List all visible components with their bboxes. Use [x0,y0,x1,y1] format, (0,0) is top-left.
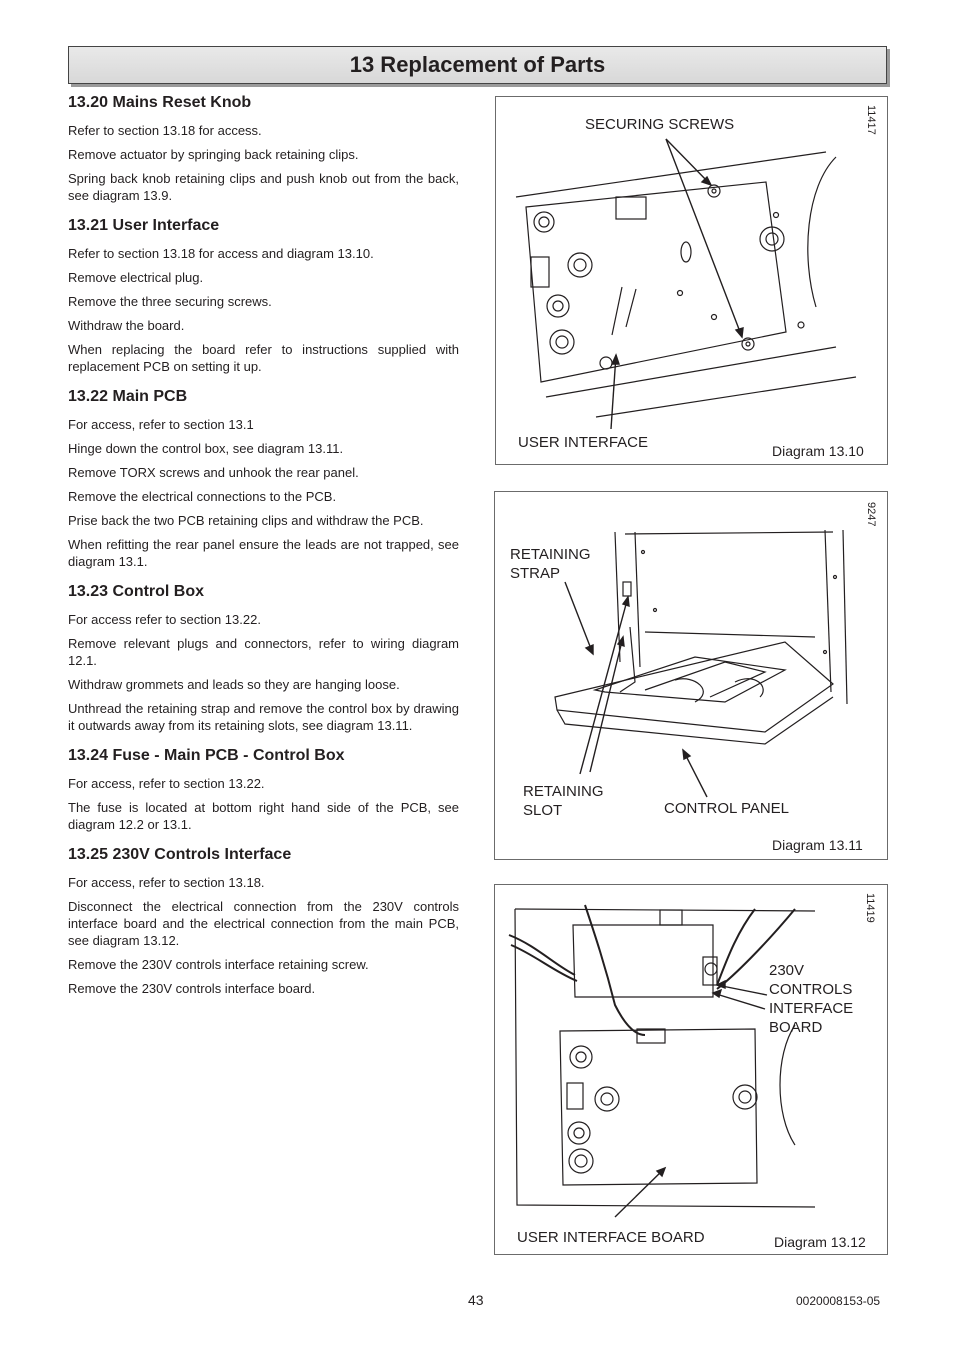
label-230v-controls-interface-board: 230V CONTROLS INTERFACE BOARD [769,962,854,1036]
paragraph: Spring back knob retaining clips and pus… [68,171,459,203]
label-control-panel: CONTROL PANEL [664,800,790,817]
section-13-20: 13.20 Mains Reset Knob Refer to section … [68,94,459,204]
paragraph: Refer to section 13.18 for access and di… [68,246,374,261]
paragraph: Withdraw the board. [68,318,185,333]
paragraph: Remove the three securing screws. [68,294,272,309]
section-13-22: 13.22 Main PCB For access, refer to sect… [68,388,459,570]
section-heading: 13.23 Control Box [68,583,205,600]
paragraph: Prise back the two PCB retaining clips a… [68,513,424,528]
paragraph: For access, refer to section 13.22. [68,776,265,791]
page-title: 13 Replacement of Parts [349,52,606,77]
control-box-illustration [554,529,848,798]
paragraph: Remove the electrical connections to the… [68,489,337,504]
diagram-caption: Diagram 13.12 [774,1234,866,1250]
paragraph: Remove the 230V controls interface retai… [68,957,369,972]
section-heading: 13.24 Fuse - Main PCB - Control Box [68,747,345,764]
paragraph: Remove electrical plug. [68,270,204,285]
label-retaining-slot: RETAINING SLOT [523,783,604,819]
label-retaining-strap: RETAINING STRAP [510,546,591,582]
diagram-code: 9247 [865,502,877,527]
diagram-caption: Diagram 13.11 [772,837,863,853]
paragraph: Remove actuator by springing back retain… [68,147,359,162]
diagram-13-11: RETAINING STRAP RETAINING SLOT CONTROL P… [494,491,888,860]
paragraph: Remove relevant plugs and connectors, re… [68,636,459,668]
paragraph: Disconnect the electrical connection fro… [68,899,459,948]
paragraph: Remove the 230V controls interface board… [68,981,316,996]
label-securing-screws: SECURING SCREWS [585,116,735,133]
paragraph: Hinge down the control box, see diagram … [68,441,344,456]
label-user-interface: USER INTERFACE [518,434,649,451]
paragraph: When refitting the rear panel ensure the… [68,537,459,569]
text-column: 13.20 Mains Reset Knob Refer to section … [68,94,459,1010]
diagram-caption: Diagram 13.10 [772,443,864,459]
paragraph: For access, refer to section 13.18. [68,875,265,890]
section-13-25: 13.25 230V Controls Interface For access… [68,846,459,997]
paragraph: The fuse is located at bottom right hand… [68,800,459,832]
section-13-21: 13.21 User Interface Refer to section 13… [68,217,459,375]
user-interface-illustration [515,138,857,430]
paragraph: For access, refer to section 13.1 [68,417,254,432]
diagram-13-10: SECURING SCREWS USER INTERFACE Diagram 1… [495,96,888,465]
section-heading: 13.21 User Interface [68,217,220,234]
section-13-23: 13.23 Control Box For access refer to se… [68,583,459,734]
diagram-13-12: 230V CONTROLS INTERFACE BOARD USER INTER… [494,884,888,1255]
section-heading: 13.25 230V Controls Interface [68,846,292,863]
controls-interface-illustration [508,904,816,1218]
paragraph: Unthread the retaining strap and remove … [68,701,459,733]
section-heading: 13.22 Main PCB [68,388,188,405]
document-code: 0020008153-05 [796,1294,881,1308]
label-user-interface-board: USER INTERFACE BOARD [517,1229,705,1246]
paragraph: When replacing the board refer to instru… [68,342,459,374]
page-title-banner: 13 Replacement of Parts [68,46,887,84]
paragraph: For access refer to section 13.22. [68,612,261,627]
page-number: 43 [468,1292,484,1308]
section-13-24: 13.24 Fuse - Main PCB - Control Box For … [68,747,459,833]
paragraph: Remove TORX screws and unhook the rear p… [68,465,359,480]
diagram-code: 11417 [865,105,877,135]
paragraph: Withdraw grommets and leads so they are … [68,677,400,692]
diagram-code: 11419 [864,893,876,923]
section-heading: 13.20 Mains Reset Knob [68,94,252,111]
paragraph: Refer to section 13.18 for access. [68,123,262,138]
